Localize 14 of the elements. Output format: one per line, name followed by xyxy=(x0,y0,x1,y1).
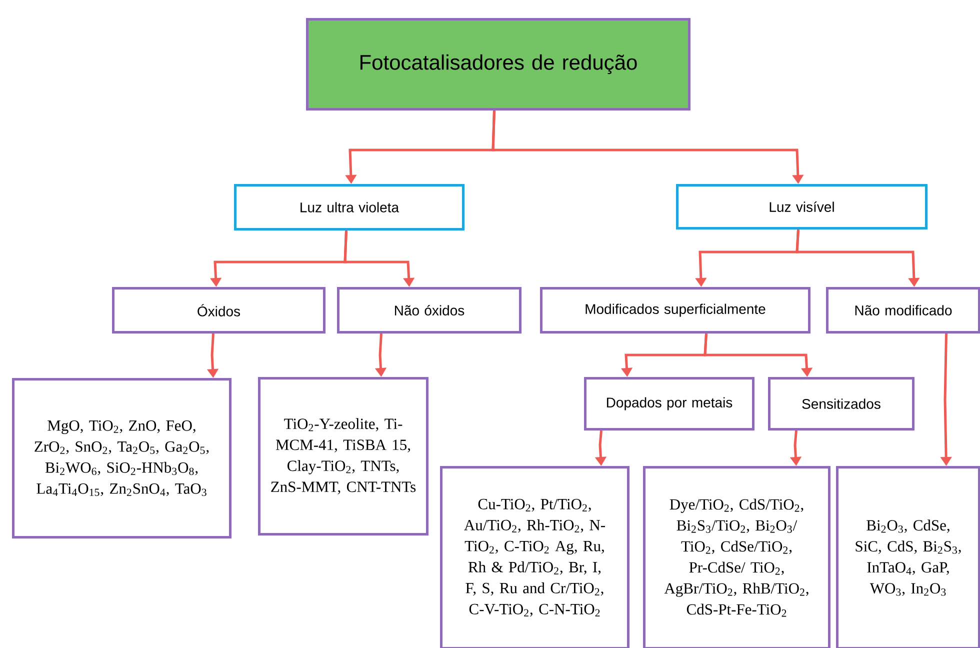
category-box: Luz ultra violeta xyxy=(234,184,464,230)
list-box: Bi$_{2}$O$_{3}$, CdSe, SiC, CdS, Bi$_{2}$S$_{3}$, InTaO$_{4}$, GaP, WO$_{3}$, In$_{2}$O$_{3}$ xyxy=(836,466,980,648)
category-box: Luz visível xyxy=(676,184,928,230)
list-box: MgO, TiO$_{2}$, ZnO, FeO, ZrO$_{2}$, SnO$_{2}$, Ta$_{2}$O$_{5}$, Ga$_{2}$O$_{5}$, Bi$_{2}$WO$_{6}$, SiO$_{2}$-HNb$_{3}$O$_{8}$, La$_{4}$Ti$_{4}$O$_{15}$, Zn$_{2}$SnO$_{4}$, TaO$_{3}$ xyxy=(12,378,232,538)
list-box: Cu-TiO$_{2}$, Pt/TiO$_{2}$, Au/TiO$_{2}$, Rh-TiO$_{2}$, N-TiO$_{2}$, C-TiO$_{2}$ Ag, Ru, Rh & Pd/TiO$_{2}$, Br, I, F, S, Ru and Cr/TiO$_{2}$, C-V-TiO$_{2}$, C-N-TiO$_{2}$ xyxy=(440,466,630,648)
category-box: Óxidos xyxy=(112,287,326,334)
category-box: Não modificado xyxy=(826,287,980,334)
category-box: Não óxidos xyxy=(337,287,522,334)
list-box: TiO$_{2}$-Y-zeolite, Ti-MCM-41, TiSBA 15, Clay-TiO$_{2}$, TNTs, ZnS-MMT, CNT-TNTs xyxy=(258,377,428,536)
category-box: Sensitizados xyxy=(768,377,914,430)
category-box: Modificados superficialmente xyxy=(540,287,810,334)
list-box: Dye/TiO$_{2}$, CdS/TiO$_{2}$, Bi$_{2}$S$_{3}$/TiO$_{2}$, Bi$_{2}$O$_{3}$/ TiO$_{2}$, CdSe/TiO$_{2}$, Pr-CdSe/ TiO$_{2}$, AgBr/TiO$_{2}$, RhB/TiO$_{2}$, CdS-Pt-Fe-TiO$_{2}$ xyxy=(643,466,830,648)
category-box: Dopados por metais xyxy=(584,377,754,430)
root-box: Fotocatalisadores de redução xyxy=(306,18,690,110)
